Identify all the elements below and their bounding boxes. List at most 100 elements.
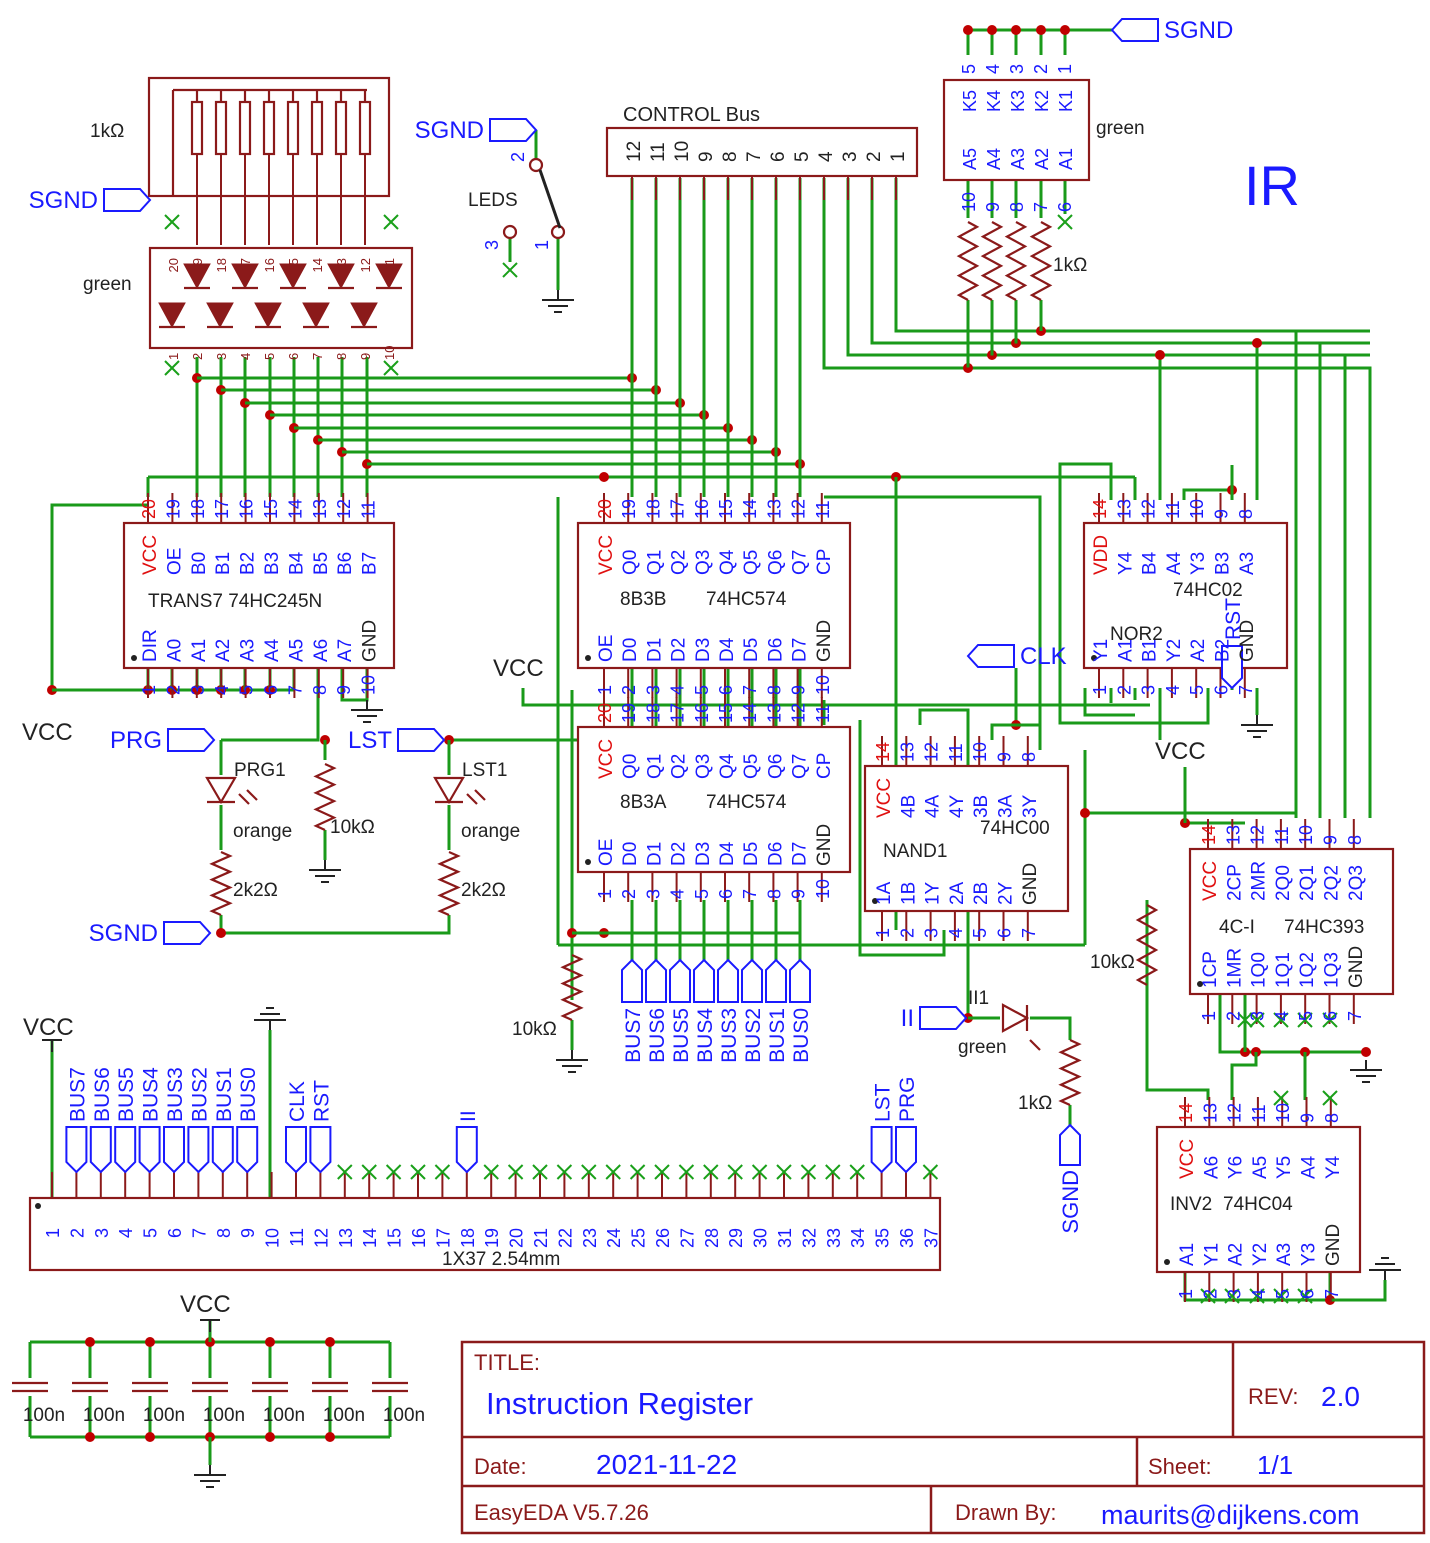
no-connect-mark [1322,1090,1338,1106]
ir-pin-number: 7 [1031,202,1051,212]
pin-number: 8 [1236,509,1256,519]
no-connect-mark [1224,1288,1240,1304]
no-connect-mark [581,1164,597,1180]
pin-number: 8 [1322,1113,1342,1123]
chip-name: TRANS7 74HC245N [148,591,322,612]
pin-label: D5 [741,842,762,866]
pin-number: 7 [1345,1011,1365,1021]
pin-label: Q0 [620,754,641,779]
no-connect-mark [383,360,399,376]
header-flag [455,1126,478,1174]
header-flag [895,1126,917,1174]
lst-resistor [437,850,461,917]
header-label: 1X37 2.54mm [442,1249,560,1270]
vcc-caps: VCC [180,1291,231,1318]
pin-number: 1 [1199,1011,1219,1021]
pin-label: OE [596,635,617,662]
pin-number: 11 [813,500,833,519]
pin-label: A1 [1177,1243,1198,1266]
led-up [231,263,259,290]
pin-number: 16 [237,499,257,519]
no-connect-mark [800,1164,817,1180]
pin-number: 7 [740,685,760,695]
header-pin-number: 14 [360,1228,380,1248]
header-flag [211,1126,234,1174]
header-flag [870,1126,893,1174]
pin-label: A1 [189,639,210,662]
bus-flag [621,958,643,1003]
junction-dot [1011,25,1021,35]
header-pin-number: 30 [751,1228,771,1248]
pin-label: Q1 [644,550,665,575]
pin-number: 7 [1236,685,1256,695]
header-flag-text: BUS7 [66,1067,89,1122]
led-pin-number: 13 [334,258,349,272]
wire [50,503,148,690]
pin-label: 1A [874,881,895,905]
wire [824,366,1372,818]
rst-flag-text: RST [1222,598,1245,640]
ii1-label: II1 [968,988,989,1009]
no-connect-mark [532,1164,548,1180]
no-connect-mark [337,1164,353,1180]
pin-label: B3 [1213,552,1234,575]
leds-label: LEDS [468,190,518,211]
components [12,18,1401,1488]
pin-number: 19 [619,703,639,723]
pin-label: B3 [262,552,283,575]
pin-label: 2CP [1224,864,1245,901]
ir-pin-number: 1 [1055,64,1075,74]
lst-flag [397,728,446,752]
pin-label: Y5 [1274,1156,1295,1179]
chip-part: 74HC04 [1223,1194,1293,1215]
pin-number: 20 [595,703,615,723]
pin-label: GND [1237,620,1258,662]
pin-label: GND [1323,1224,1344,1266]
pin-number: 9 [995,752,1015,762]
wire [858,720,946,957]
led-pin-number: 16 [262,258,277,272]
cap-value: 100n [263,1405,305,1426]
pin-label: Q3 [693,550,714,575]
header-pin-number: 33 [824,1228,844,1248]
ir-pin-label: A4 [984,148,1004,170]
header-flag-text: BUS4 [140,1067,163,1122]
pin-label: 2Q3 [1346,865,1367,901]
sgnd-flag-ir [1110,18,1159,42]
header-pin-number: 17 [433,1228,453,1248]
prg-resistor [209,850,233,917]
header-flag-text: BUS5 [115,1067,138,1122]
led-pin-number: 15 [286,258,301,272]
header-flag-text: II [457,1110,480,1122]
pin-label: A6 [311,639,332,662]
control-bus-label: CONTROL Bus [623,104,760,126]
header-flag-text: BUS1 [213,1067,236,1122]
ir-pin-label: K2 [1032,90,1052,112]
vcc-trans7: VCC [22,719,73,746]
pin-label: 1Q1 [1273,952,1294,988]
control-bus-connector [605,126,919,200]
pin-number: 19 [619,499,639,519]
junction-dot [265,1337,275,1347]
pin-number: 14 [740,499,760,519]
pin-label: D0 [620,842,641,866]
header-pin-number: 26 [653,1228,673,1248]
chip-name: INV2 [1170,1194,1212,1215]
no-connect-mark [1237,1012,1253,1028]
led-pin-number: 9 [358,353,373,360]
pin-label: Q4 [717,753,738,779]
chip-part: 74HC574 [706,589,787,610]
pin-label: A2 [1188,639,1209,662]
pin-label: D6 [765,638,786,662]
ir-pin-label: A1 [1056,148,1076,170]
pin-number: 18 [188,499,208,519]
chip-nand1 [863,736,1070,941]
led-pin-number: 4 [238,353,253,360]
cap-value: 100n [23,1405,65,1426]
led-pin-number: 20 [166,258,181,272]
pin-number: 5 [237,685,257,695]
pin-label: Y3 [1299,1243,1320,1266]
prg-led [205,776,258,805]
ir-pin-number: 6 [1055,202,1075,212]
bus-flag [717,958,739,1003]
